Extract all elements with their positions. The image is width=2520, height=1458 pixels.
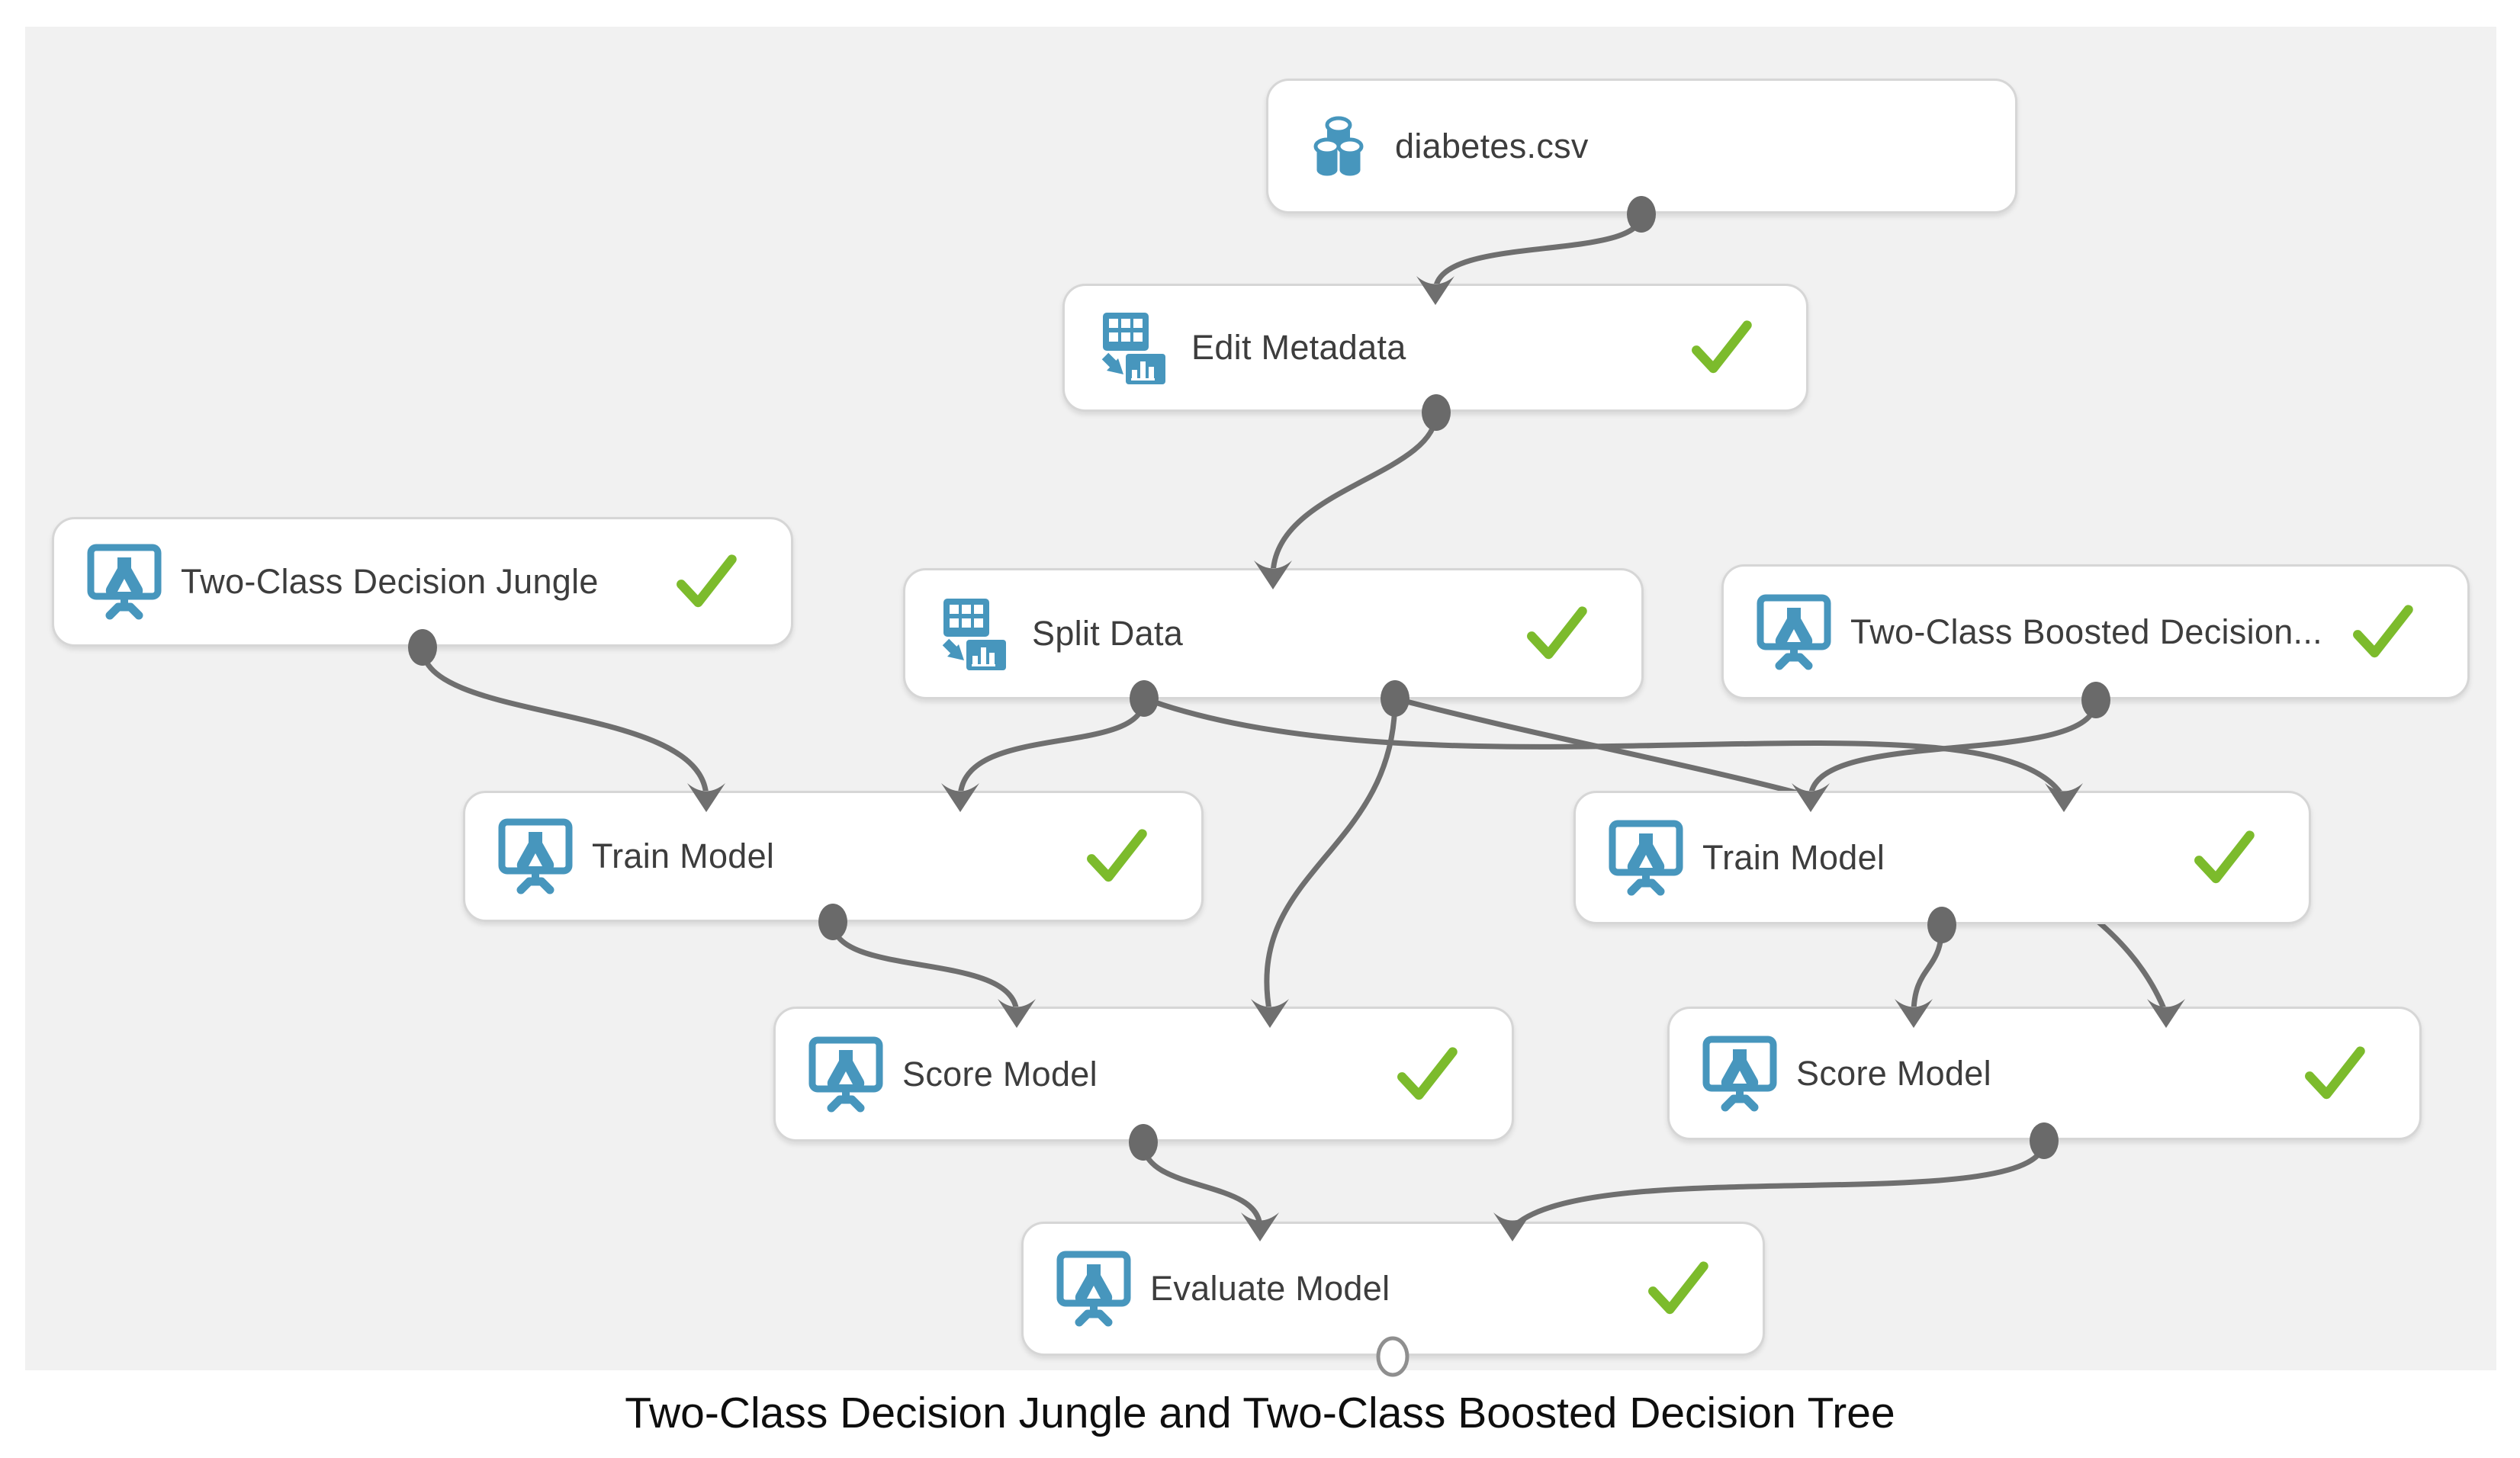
node-split-data[interactable]: Split Data [903, 568, 1644, 699]
status-check-icon [1396, 1043, 1458, 1106]
figure-caption: Two-Class Decision Jungle and Two-Class … [625, 1389, 1895, 1437]
node-label: diabetes.csv [1395, 126, 1589, 165]
table-transform-icon [937, 596, 1014, 672]
node-label: Score Model [902, 1054, 1098, 1094]
node-evaluate-model[interactable]: Evaluate Model [1021, 1222, 1765, 1356]
status-check-icon [1085, 825, 1148, 888]
node-score-model-left[interactable]: Score Model [773, 1007, 1514, 1142]
experiment-flask-icon [1756, 594, 1832, 670]
status-check-icon [2351, 601, 2414, 663]
node-label: Edit Metadata [1191, 328, 1406, 367]
node-train-model-left[interactable]: Train Model [463, 791, 1204, 922]
dataset-cylinders-icon [1300, 108, 1377, 185]
status-check-icon [675, 551, 738, 613]
experiment-flask-icon [808, 1036, 884, 1113]
node-label: Two-Class Decision Jungle [181, 562, 599, 601]
node-label: Score Model [1796, 1053, 1991, 1093]
node-two-class-decision-jungle[interactable]: Two-Class Decision Jungle [52, 517, 793, 647]
experiment-flask-icon [86, 544, 162, 620]
node-score-model-right[interactable]: Score Model [1667, 1007, 2422, 1140]
status-check-icon [1690, 316, 1753, 379]
node-label: Train Model [592, 837, 775, 875]
experiment-flask-icon [497, 818, 574, 894]
experiment-flask-icon [1702, 1036, 1778, 1112]
status-check-icon [2193, 827, 2255, 889]
node-two-class-boosted[interactable]: Two-Class Boosted Decision... [1721, 564, 2470, 699]
node-dataset[interactable]: diabetes.csv [1266, 79, 2017, 214]
status-check-icon [2303, 1042, 2366, 1105]
status-check-icon [1647, 1257, 1709, 1320]
node-label: Evaluate Model [1150, 1269, 1390, 1308]
experiment-flask-icon [1608, 820, 1684, 896]
node-train-model-right[interactable]: Train Model [1573, 791, 2311, 924]
status-check-icon [1525, 602, 1588, 665]
node-label: Two-Class Boosted Decision... [1850, 612, 2322, 651]
node-label: Train Model [1702, 837, 1885, 877]
node-label: Split Data [1032, 614, 1184, 653]
experiment-flask-icon [1056, 1251, 1132, 1327]
table-transform-icon [1097, 310, 1173, 386]
node-edit-metadata[interactable]: Edit Metadata [1062, 284, 1808, 412]
